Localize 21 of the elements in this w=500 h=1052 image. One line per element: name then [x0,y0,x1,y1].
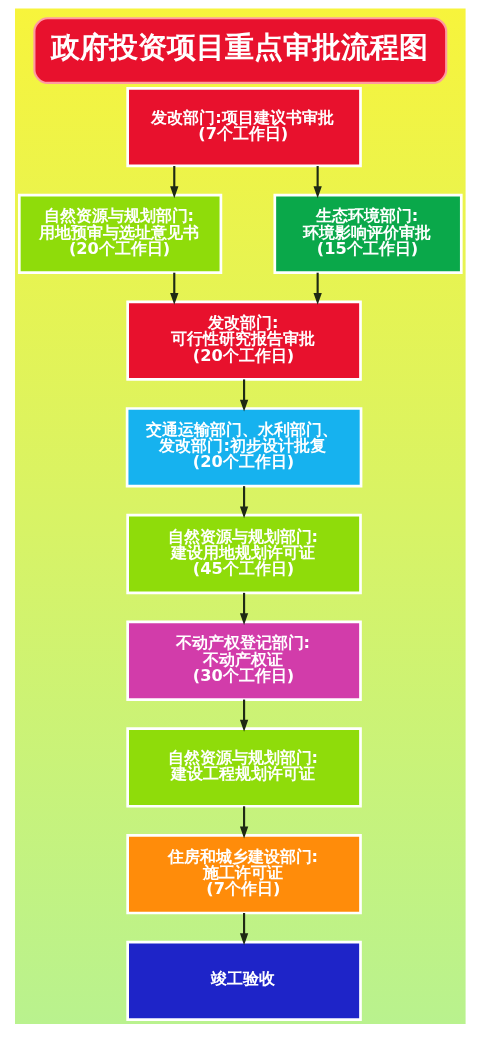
diagram-title: 政府投资项目重点审批流程图 [50,29,428,64]
arrow [239,699,249,732]
node-box: 不动产权登记部门: 不动产权证 (30个工作日) [126,620,362,701]
arrow [170,272,179,305]
arrow [313,166,322,199]
arrow [239,806,249,839]
arrow [170,166,179,199]
node-box: 生态环境部门: 环境影响评价审批 (15个工作日) [273,193,463,274]
node-box: 交通运输部门、水利部门、发改部门:初步设计批复 (20个工作日) [125,407,363,488]
node-box: 自然资源与规划部门: 建设用地规划许可证 (45个工作日) [126,513,362,595]
node-box: 自然资源与规划部门: 用地预审与选址意见书 (20个工作日) [17,193,223,274]
node-box: 竣工验收 [126,940,362,1022]
arrow [313,272,322,305]
node-box: 发改部门: 可行性研究报告审批 (20个工作日) [126,300,362,381]
node-box: 住房和城乡建设部门: 施工许可证 (7个作日) [126,834,362,915]
arrow [239,379,249,412]
arrow [239,486,249,519]
node-box: 发改部门:项目建议书审批 (7个工作日) [126,87,362,168]
node-box: 自然资源与规划部门: 建设工程规划许可证 [126,727,362,808]
arrow [239,913,249,946]
arrow [239,592,249,626]
